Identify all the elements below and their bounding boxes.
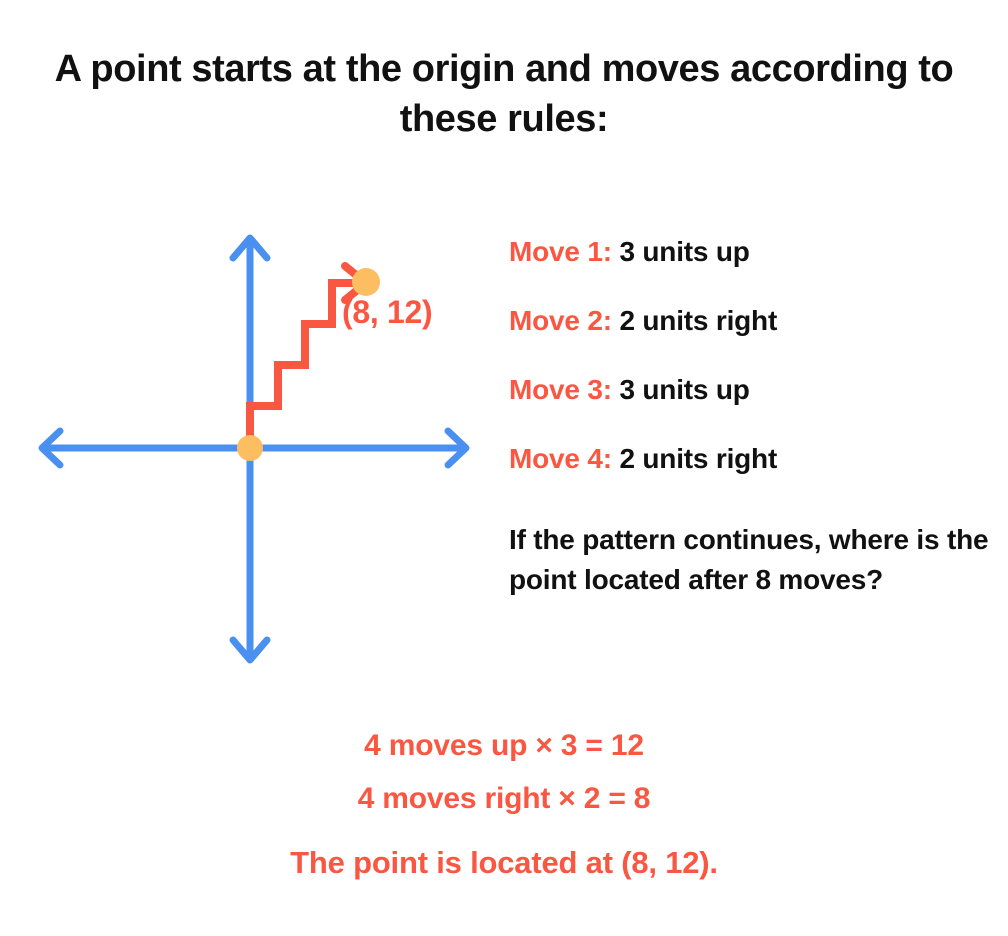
end-point [352,268,380,296]
rule-label-1: Move 1: [509,236,612,267]
rule-item-3: Move 3: 3 units up [509,376,979,404]
rule-text-4: 2 units right [619,443,778,474]
question-text: If the pattern continues, where is the p… [509,524,989,595]
page-title: A point starts at the origin and moves a… [54,48,954,141]
rule-text-3: 3 units up [619,374,750,405]
rules-list: Move 1: 3 units up Move 2: 2 units right… [509,238,979,514]
rule-text-1: 3 units up [619,236,750,267]
origin-point [237,435,263,461]
rule-label-2: Move 2: [509,305,612,336]
rule-item-2: Move 2: 2 units right [509,307,979,335]
calculation-up: 4 moves up × 3 = 12 [364,729,644,762]
coordinate-graph: (8, 12) [20,218,490,680]
answer-block: 4 moves up × 3 = 12 4 moves right × 2 = … [50,729,958,880]
rule-label-4: Move 4: [509,443,612,474]
rule-item-4: Move 4: 2 units right [509,445,979,473]
rule-text-2: 2 units right [619,305,778,336]
rule-label-3: Move 3: [509,374,612,405]
rule-item-1: Move 1: 3 units up [509,238,979,266]
point-coordinate-label: (8, 12) [342,294,433,331]
calculation-right: 4 moves right × 2 = 8 [357,782,651,815]
final-answer: The point is located at (8, 12). [290,845,718,880]
point-coordinate-text: (8, 12) [342,294,433,330]
